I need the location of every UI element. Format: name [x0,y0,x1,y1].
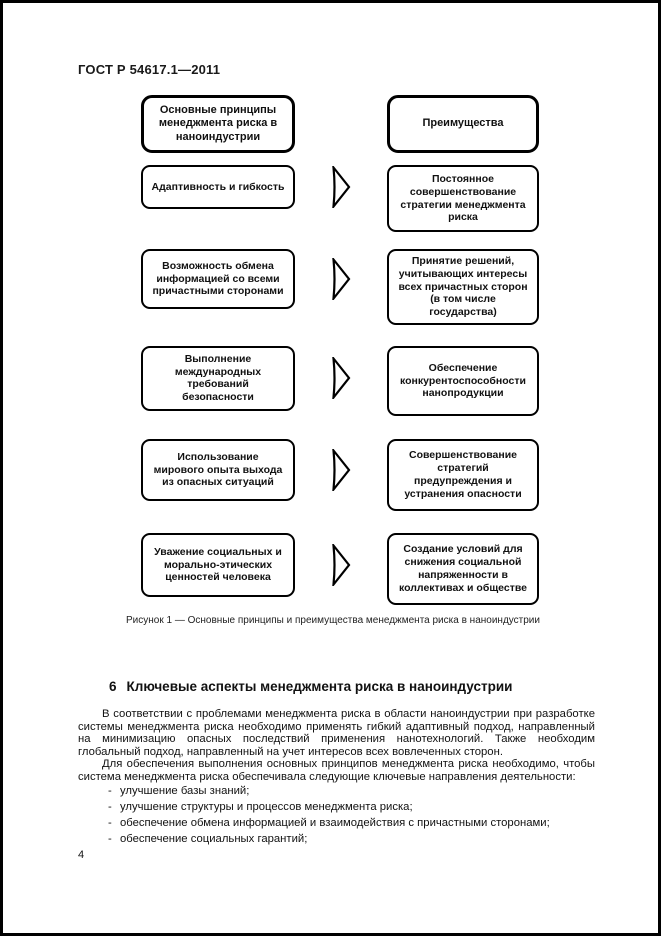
arrow-cell [295,533,387,597]
advantage-box: Принятие решений, учитывающих интересы в… [387,249,539,325]
principle-box: Использование мирового опыта выхода из о… [141,438,295,501]
diagram-row: Использование мирового опыта выхода из о… [141,438,539,511]
principle-box: Выполнение международных требований безо… [141,345,295,411]
body-paragraph: В соответствии с проблемами менеджмента … [78,708,595,758]
figure-diagram: Основные принципы менеджмента риска в на… [141,95,539,605]
diagram-row: Уважение социальных и морально-этических… [141,532,539,605]
advantages-header-box: Преимущества [387,95,539,153]
bullet-text: обеспечение обмена информацией и взаимод… [120,816,550,829]
principle-box: Уважение социальных и морально-этических… [141,532,295,597]
diagram-row: Адаптивность и гибкость Постоянное совер… [141,165,539,232]
bullet-text: улучшение структуры и процессов менеджме… [120,800,413,813]
bullet-item: -улучшение структуры и процессов менеджм… [108,801,595,814]
diagram-row: Возможность обмена информацией со всеми … [141,249,539,325]
bullet-dash: - [108,784,112,797]
arrow-right-icon [331,258,350,300]
arrow-right-icon [331,166,350,208]
bullet-text: обеспечение социальных гарантий; [120,832,308,845]
principles-header-box: Основные принципы менеджмента риска в на… [141,95,295,153]
bullet-dash: - [108,800,112,813]
advantage-box: Создание условий для снижения социальной… [387,532,539,605]
arrow-cell [295,346,387,411]
diagram-header-row: Основные принципы менеджмента риска в на… [141,95,539,153]
section-number: 6 [109,679,117,694]
bullet-item: -улучшение базы знаний; [108,785,595,798]
principle-box: Адаптивность и гибкость [141,165,295,209]
principle-box: Возможность обмена информацией со всеми … [141,249,295,309]
advantage-box: Совершенствование стратегий предупрежден… [387,438,539,511]
arrow-cell [295,165,387,209]
section-heading: 6 Ключевые аспекты менеджмента риска в на… [109,679,512,694]
advantage-box: Постоянное совершенствование стратегии м… [387,165,539,232]
figure-caption: Рисунок 1 — Основные принципы и преимуще… [126,615,540,626]
arrow-cell [295,439,387,501]
advantage-box: Обеспечение конкурентоспособности нанопр… [387,345,539,416]
bullet-dash: - [108,816,112,829]
body-text: В соответствии с проблемами менеджмента … [78,708,595,849]
arrow-right-icon [331,543,350,586]
arrow-right-icon [331,448,350,491]
bullet-text: улучшение базы знаний; [120,784,250,797]
standard-code: ГОСТ Р 54617.1—2011 [78,62,221,77]
arrow-right-icon [331,357,350,400]
bullet-item: -обеспечение социальных гарантий; [108,833,595,846]
bullet-item: -обеспечение обмена информацией и взаимо… [108,817,595,830]
bullet-dash: - [108,832,112,845]
section-title: Ключевые аспекты менеджмента риска в нан… [126,679,513,694]
body-paragraph: Для обеспечения выполнения основных прин… [78,758,595,783]
diagram-row: Выполнение международных требований безо… [141,345,539,416]
arrow-cell [295,249,387,309]
page-number: 4 [78,849,85,861]
key-directions-list: -улучшение базы знаний; -улучшение струк… [78,785,595,846]
